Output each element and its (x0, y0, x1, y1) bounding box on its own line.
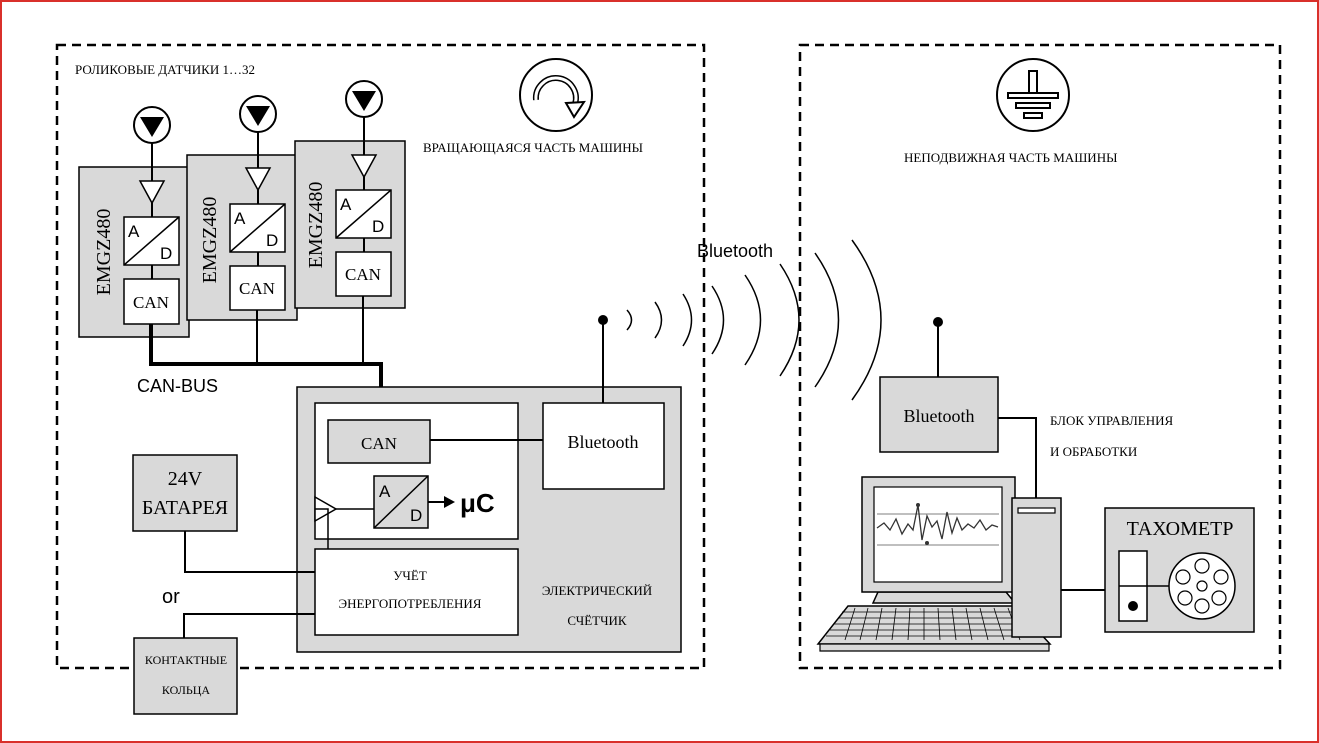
battery-box (132, 454, 238, 532)
adc-d-label: D (160, 244, 172, 263)
meter-adc-a-label: A (379, 482, 391, 501)
meter-bluetooth-label: Bluetooth (568, 432, 639, 452)
can-label: CAN (345, 265, 381, 284)
roller-sensor-icon (239, 95, 277, 133)
or-label: or (162, 586, 180, 608)
can-box (229, 265, 286, 311)
adc-a-label: A (128, 222, 140, 241)
energy-label-line1: УЧЁТ (393, 568, 427, 583)
meter-adc-d-label: D (410, 506, 422, 525)
can-box (335, 251, 392, 297)
can-bus-label: CAN-BUS (137, 376, 218, 396)
mcu-label: μC (460, 488, 495, 518)
amplifier-icon (350, 154, 378, 179)
slip-rings-line2: КОЛЬЦА (162, 683, 210, 697)
energy-label-line2: ЭНЕРГОПОТРЕБЛЕНИЯ (339, 596, 482, 611)
sensor-model-label: EMGZ480 (305, 182, 327, 269)
sensors-title: РОЛИКОВЫЕ ДАТЧИКИ 1…32 (75, 62, 255, 77)
adc-a-label: A (234, 209, 246, 228)
control-unit-line2: И ОБРАБОТКИ (1050, 444, 1137, 459)
roller-sensor-icon (133, 106, 171, 144)
station-bluetooth-label: Bluetooth (904, 406, 975, 426)
meter-can-label: CAN (361, 434, 397, 453)
can-label: CAN (133, 293, 169, 312)
meter-label-line2: СЧЁТЧИК (567, 613, 627, 628)
amplifier-icon (138, 180, 166, 205)
control-unit-line1: БЛОК УПРАВЛЕНИЯ (1050, 413, 1174, 428)
tachometer-wheel-icon (1118, 550, 1236, 622)
can-label: CAN (239, 279, 275, 298)
sensor-unit-3: A D CAN EMGZ480 (294, 80, 406, 309)
sensor-unit-1: A D CAN EMGZ480 (78, 106, 190, 338)
station-antenna-icon (933, 317, 943, 327)
meter-bluetooth-box (542, 402, 665, 490)
keyboard (816, 605, 1052, 652)
can-box (123, 278, 180, 325)
monitor-screen (873, 486, 1003, 583)
sensor-model-label: EMGZ480 (199, 197, 221, 284)
slip-rings-line1: КОНТАКТНЫЕ (145, 653, 227, 667)
stationary-zone-border (798, 43, 1282, 670)
tachometer-label: ТАХОМЕТР (1127, 518, 1234, 540)
rotating-zone-border (55, 43, 706, 670)
wireless-label: Bluetooth (697, 241, 773, 261)
adc-a-label: A (340, 195, 352, 214)
meter-label-line1: ЭЛЕКТРИЧЕСКИЙ (542, 583, 652, 598)
slip-rings-box (133, 637, 238, 715)
roller-sensor-icon (345, 80, 383, 118)
pc-tower (1011, 497, 1062, 638)
rotating-zone-label: ВРАЩАЮЩАЯСЯ ЧАСТЬ МАШИНЫ (423, 140, 643, 155)
sensor-unit-2: A D CAN EMGZ480 (186, 95, 298, 321)
computer-monitor (861, 476, 1017, 604)
amplifier-icon (244, 167, 272, 192)
arrow-icon (444, 496, 455, 508)
energy-accounting-box (314, 548, 519, 636)
sensor-model-label: EMGZ480 (93, 209, 115, 296)
wireless-waves-icon (626, 239, 882, 401)
adc-d-label: D (266, 231, 278, 250)
meter-antenna-icon (598, 315, 608, 325)
adc-d-label: D (372, 217, 384, 236)
battery-label: БАТАРЕЯ (142, 497, 228, 519)
rotation-arrow-icon (519, 58, 593, 132)
meter-can-box (327, 419, 431, 464)
ground-symbol-icon (996, 58, 1070, 132)
stationary-zone-label: НЕПОДВИЖНАЯ ЧАСТЬ МАШИНЫ (904, 150, 1117, 165)
signal-trace (876, 504, 999, 541)
battery-voltage-label: 24V (168, 468, 203, 490)
